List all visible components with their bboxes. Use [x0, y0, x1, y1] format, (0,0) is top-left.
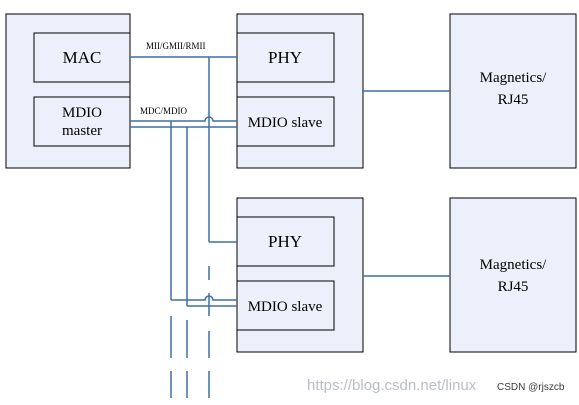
mgmt-bus-label: MDC/MDIO: [140, 106, 188, 116]
magnetics-2-label-line1: Magnetics/: [480, 257, 547, 273]
mac-box: [33, 32, 131, 83]
mdio-slave-2-label: MDIO slave: [248, 299, 323, 315]
mdio-master-box: [33, 96, 131, 147]
magnetics-2-box: [449, 197, 577, 353]
mac-label: MAC: [63, 48, 102, 67]
magnetics-1-box: [449, 13, 577, 169]
mdio-master-label-line2: master: [62, 123, 102, 139]
phy-2-label: PHY: [268, 232, 302, 251]
mgmt-bus-to-slave2-a: [171, 295, 237, 301]
phy-1-label: PHY: [268, 48, 302, 67]
phy-1-box: [236, 32, 335, 83]
mdc-line: [130, 116, 237, 122]
data-bus-label: MII/GMII/RMII: [146, 41, 206, 51]
mdio-slave-1-label: MDIO slave: [248, 115, 323, 131]
magnetics-1-label-line1: Magnetics/: [480, 70, 547, 86]
magnetics-1-label-line2: RJ45: [498, 92, 529, 108]
magnetics-2-label-line2: RJ45: [498, 279, 529, 295]
watermark-author: CSDN @rjszcb: [497, 382, 565, 393]
mdio-master-label-line1: MDIO: [62, 105, 102, 121]
watermark-url: https://blog.csdn.net/linux: [307, 377, 477, 394]
